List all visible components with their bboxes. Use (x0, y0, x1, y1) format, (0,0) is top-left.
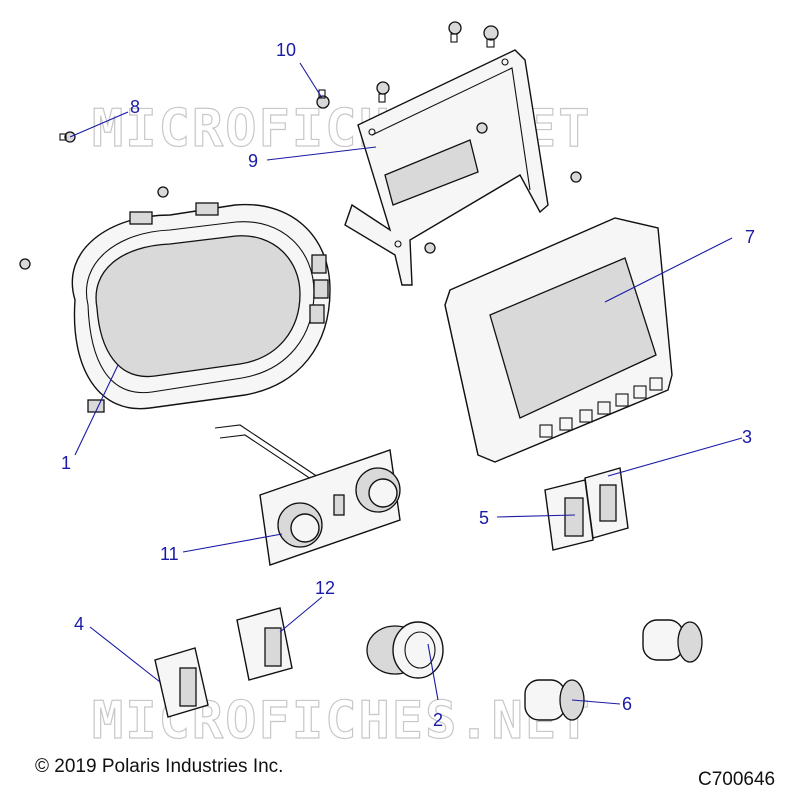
callout-2: 2 (433, 710, 443, 730)
copyright-notice: © 2019 Polaris Industries Inc. (35, 756, 283, 777)
display-bracket (344, 49, 549, 286)
callout-7: 7 (745, 227, 755, 247)
callout-5: 5 (479, 508, 489, 528)
callout-1: 1 (61, 453, 71, 473)
callout-9: 9 (248, 151, 258, 171)
screw-icon (59, 131, 76, 143)
screw-icon (157, 186, 169, 198)
callout-4: 4 (74, 614, 84, 634)
rocker-switch-12 (236, 607, 293, 681)
instrument-cluster (71, 202, 331, 413)
climate-control-panel (214, 424, 401, 566)
drawing-code: C700646 (698, 769, 775, 790)
callout-3: 3 (742, 427, 752, 447)
screw-icon (19, 258, 31, 270)
fasteners (19, 21, 582, 270)
ignition-switch (366, 621, 444, 679)
screw-icon (570, 171, 582, 183)
callout-6: 6 (622, 694, 632, 714)
screw-icon (448, 21, 462, 43)
callout-10: 10 (276, 40, 296, 60)
callouts: 1 2 3 4 5 6 7 8 9 10 11 12 (61, 40, 755, 730)
leader-lines (69, 62, 743, 705)
screw-icon (476, 122, 488, 134)
display-unit (444, 217, 673, 463)
screw-icon (424, 242, 436, 254)
power-outlet (642, 619, 703, 663)
display-buttons (539, 377, 663, 438)
rocker-switch-4 (154, 647, 209, 718)
callout-11: 11 (160, 544, 179, 564)
callout-12: 12 (315, 578, 335, 598)
callout-8: 8 (130, 97, 140, 117)
screw-icon (483, 25, 499, 48)
screw-icon (376, 81, 390, 103)
